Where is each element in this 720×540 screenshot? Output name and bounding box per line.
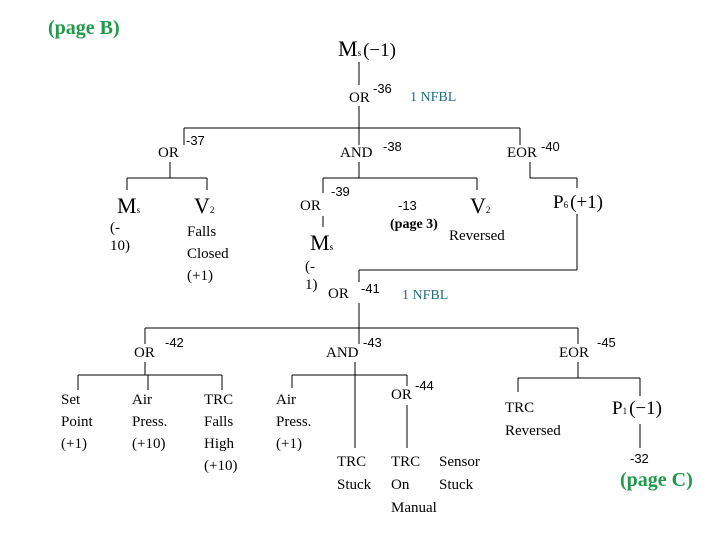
gate-and-43-number: -43 (363, 335, 382, 350)
ms-left-value: (- 10) (110, 220, 130, 254)
v2-right-description: Reversed (449, 228, 505, 244)
leaf-trc-on-manual: TRC On Manual (391, 454, 437, 516)
gate-eor-40-number: -40 (541, 139, 560, 154)
gate-or-39-number: -39 (331, 184, 350, 199)
v2-right-symbol: V2 (470, 193, 491, 218)
ms-mid-value: (- 1) (305, 259, 318, 293)
gate-or-41: OR (328, 286, 349, 302)
nfbl-note-mid: 1 NFBL (402, 288, 449, 303)
leaf-trc-reversed: TRC Reversed (505, 400, 561, 439)
page-3-reference[interactable]: (page 3) (390, 217, 438, 232)
gate-eor-40: EOR (507, 145, 537, 161)
p1-symbol: P1(−1) (612, 398, 662, 419)
gate-and-43: AND (326, 345, 359, 361)
page-b-label[interactable]: (page B) (48, 17, 120, 39)
ms-left-symbol: Ms (117, 193, 141, 218)
gate-or-42: OR (134, 345, 155, 361)
page-c-label[interactable]: (page C) (620, 469, 693, 491)
gate-or-42-number: -42 (165, 335, 184, 350)
gate-and-38-number: -38 (383, 139, 402, 154)
gate-and-38: AND (340, 145, 373, 161)
top-event-symbol: Ms(−1) (338, 36, 396, 61)
gate-or-36-number: -36 (373, 81, 392, 96)
v2-left-symbol: V2 (194, 193, 215, 218)
gate-or-44-number: -44 (415, 378, 434, 393)
gate-or-44: OR (391, 387, 412, 403)
gate-or-36: OR (349, 90, 370, 106)
nfbl-note-top: 1 NFBL (410, 90, 457, 105)
leaf-air-press-1: Air Press. (+1) (276, 392, 312, 452)
leaf-set-point: Set Point (+1) (61, 392, 93, 452)
gate-or-37: OR (158, 145, 179, 161)
gate-eor-45-number: -45 (597, 335, 616, 350)
leaf-trc-stuck: TRC Stuck (337, 454, 372, 493)
p6-symbol: P6(+1) (553, 192, 603, 213)
leaf-sensor-stuck: Sensor Stuck (439, 454, 480, 493)
gate-or-41-number: -41 (361, 281, 380, 296)
gate-eor-45: EOR (559, 345, 589, 361)
leaf-trc-falls-high: TRC Falls High (+10) (204, 392, 238, 474)
gate-or-39: OR (300, 198, 321, 214)
gate-or-37-number: -37 (186, 133, 205, 148)
leaf-air-press-10: Air Press. (+10) (132, 392, 168, 452)
ms-mid-symbol: Ms (310, 230, 334, 255)
v2-left-description: Falls Closed (+1) (187, 224, 229, 284)
transfer-32-number: -32 (630, 451, 649, 466)
transfer-13-number: -13 (398, 198, 417, 213)
